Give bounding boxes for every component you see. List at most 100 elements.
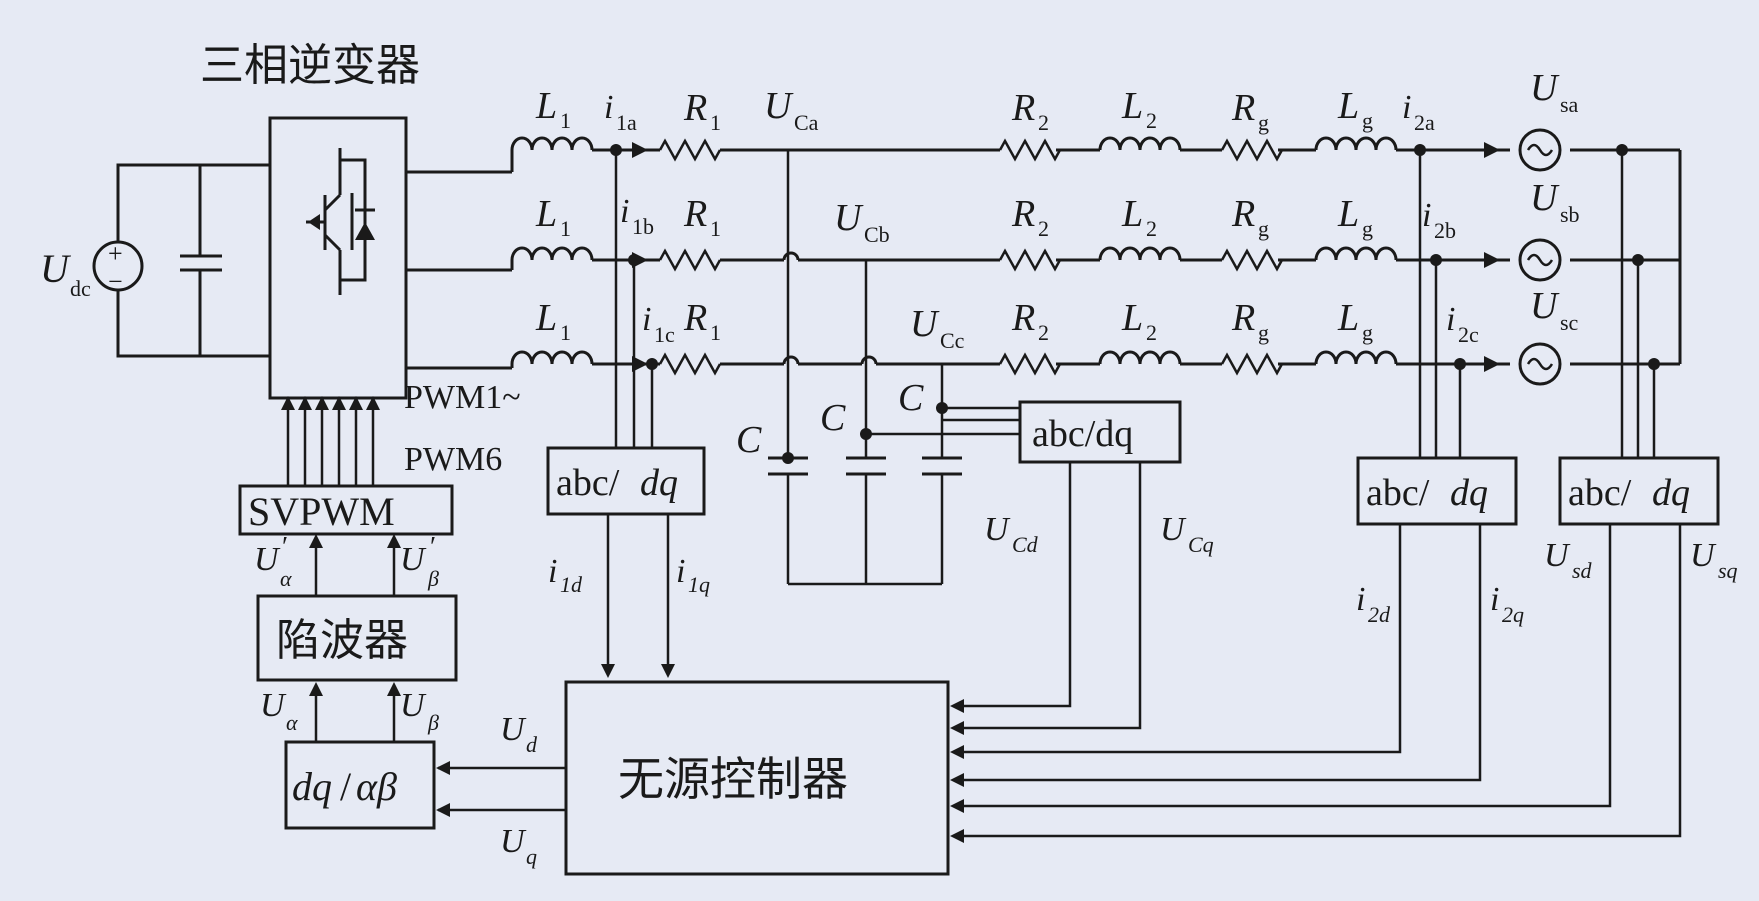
svg-text:L: L — [1121, 193, 1143, 235]
svg-text:d: d — [526, 732, 538, 757]
svg-text:g: g — [1362, 108, 1373, 133]
u-beta: U — [400, 687, 427, 724]
minus-sign: − — [108, 267, 123, 296]
notch-inputs — [314, 688, 396, 742]
svg-text:2q: 2q — [1502, 602, 1524, 627]
component-labels: L 1 L 1 L 1 i 1a i 1b i 1c R 1 R 1 R 1 U… — [535, 67, 1580, 353]
pwm-label-1: PWM1~ — [404, 379, 521, 416]
svg-text:R: R — [1231, 87, 1255, 129]
svg-text:R: R — [1231, 193, 1255, 235]
svg-text:g: g — [1258, 216, 1269, 241]
svg-text:1: 1 — [560, 216, 571, 241]
dc-voltage-sub: dc — [70, 276, 91, 301]
svg-text:U: U — [910, 303, 940, 345]
usdq-lines — [954, 524, 1682, 838]
svg-text:g: g — [1362, 216, 1373, 241]
cap-label-a: C — [736, 419, 762, 461]
dq-to-alphabeta-block — [284, 740, 436, 830]
abc-dq-i2-block — [1356, 456, 1518, 526]
svg-text:1d: 1d — [560, 572, 583, 597]
u-beta-prime: U — [400, 541, 427, 578]
cap-voltage-wiring — [866, 406, 1020, 436]
dq-ab-ab: αβ — [356, 764, 397, 809]
svg-text:1q: 1q — [688, 572, 710, 597]
abc-dq-i2-dq: dq — [1450, 472, 1488, 514]
svg-text:Ca: Ca — [794, 110, 819, 135]
svg-text:α: α — [286, 710, 298, 735]
svg-text:′: ′ — [430, 532, 436, 563]
svg-text:2d: 2d — [1368, 602, 1391, 627]
svpwm-inputs — [314, 540, 396, 596]
grid-sources — [1518, 128, 1562, 386]
dc-source: + − U dc — [40, 163, 270, 358]
svg-text:L: L — [1337, 85, 1359, 127]
svg-text:sd: sd — [1572, 558, 1593, 583]
svg-text:L: L — [535, 193, 557, 235]
i2dq-lines — [954, 524, 1482, 782]
svg-text:i: i — [1402, 89, 1411, 126]
diode-icon — [355, 222, 375, 240]
u-q: U — [500, 823, 527, 860]
svg-text:sb: sb — [1560, 202, 1580, 227]
svg-text:1: 1 — [710, 320, 721, 345]
plus-sign: + — [108, 239, 123, 268]
svg-text:1: 1 — [710, 110, 721, 135]
svg-text:1b: 1b — [632, 214, 654, 239]
i-1q: i — [676, 553, 685, 590]
svg-text:Cd: Cd — [1012, 532, 1039, 557]
svg-text:L: L — [535, 85, 557, 127]
u-d: U — [500, 711, 527, 748]
i2-sense-wiring — [1414, 144, 1466, 458]
svg-text:R: R — [1011, 193, 1035, 235]
i-2q: i — [1490, 581, 1499, 618]
svg-text:1: 1 — [560, 320, 571, 345]
svg-text:2a: 2a — [1414, 110, 1435, 135]
svg-text:R: R — [683, 87, 707, 129]
svg-text:R: R — [683, 193, 707, 235]
svg-text:1c: 1c — [654, 322, 675, 347]
u-sq: U — [1690, 537, 1717, 574]
svg-text:U: U — [764, 85, 794, 127]
svg-text:sc: sc — [1560, 310, 1579, 335]
abc-dq-us-abc: abc/ — [1568, 472, 1632, 514]
svg-text:U: U — [1530, 67, 1560, 109]
abc-dq-cap-block — [1018, 400, 1182, 464]
abc-dq-i1-abc: abc/ — [556, 462, 620, 504]
u-alpha: U — [260, 687, 287, 724]
u-sd: U — [1544, 537, 1571, 574]
inverter-block — [268, 116, 408, 400]
svg-text:g: g — [1258, 110, 1269, 135]
ac-source-icon — [1526, 143, 1554, 371]
abc-dq-us-block — [1558, 456, 1720, 526]
svg-text:i: i — [604, 89, 613, 126]
svg-text:1: 1 — [710, 216, 721, 241]
svg-text:L: L — [1121, 85, 1143, 127]
svg-text:1: 1 — [560, 108, 571, 133]
svg-text:R: R — [1011, 87, 1035, 129]
cap-label-c: C — [898, 377, 924, 419]
svg-text:2: 2 — [1038, 110, 1049, 135]
cap-label-b: C — [820, 397, 846, 439]
svg-text:1a: 1a — [616, 110, 637, 135]
svg-text:2: 2 — [1038, 320, 1049, 345]
notch-filter-label: 陷波器 — [276, 615, 408, 666]
pwm-gate-signals — [281, 396, 380, 485]
svg-text:U: U — [834, 197, 864, 239]
dq-ab-dq: dq — [292, 764, 332, 809]
svg-text:α: α — [280, 566, 292, 591]
us-sense-wiring — [1616, 144, 1660, 458]
ud-uq-lines — [438, 766, 566, 812]
i1dq-lines — [606, 514, 670, 668]
svg-text:Cq: Cq — [1188, 532, 1214, 557]
svg-text:L: L — [1337, 193, 1359, 235]
i1-sense-wiring — [610, 144, 658, 448]
abc-dq-i2-abc: abc/ — [1366, 472, 1430, 514]
pwm-label-2: PWM6 — [404, 441, 502, 478]
svg-text:g: g — [1258, 320, 1269, 345]
i-1d: i — [548, 553, 557, 590]
svg-text:i: i — [620, 193, 629, 230]
svg-text:i: i — [642, 301, 651, 338]
svg-text:2c: 2c — [1458, 322, 1479, 347]
svg-text:L: L — [535, 297, 557, 339]
svg-text:U: U — [1530, 177, 1560, 219]
